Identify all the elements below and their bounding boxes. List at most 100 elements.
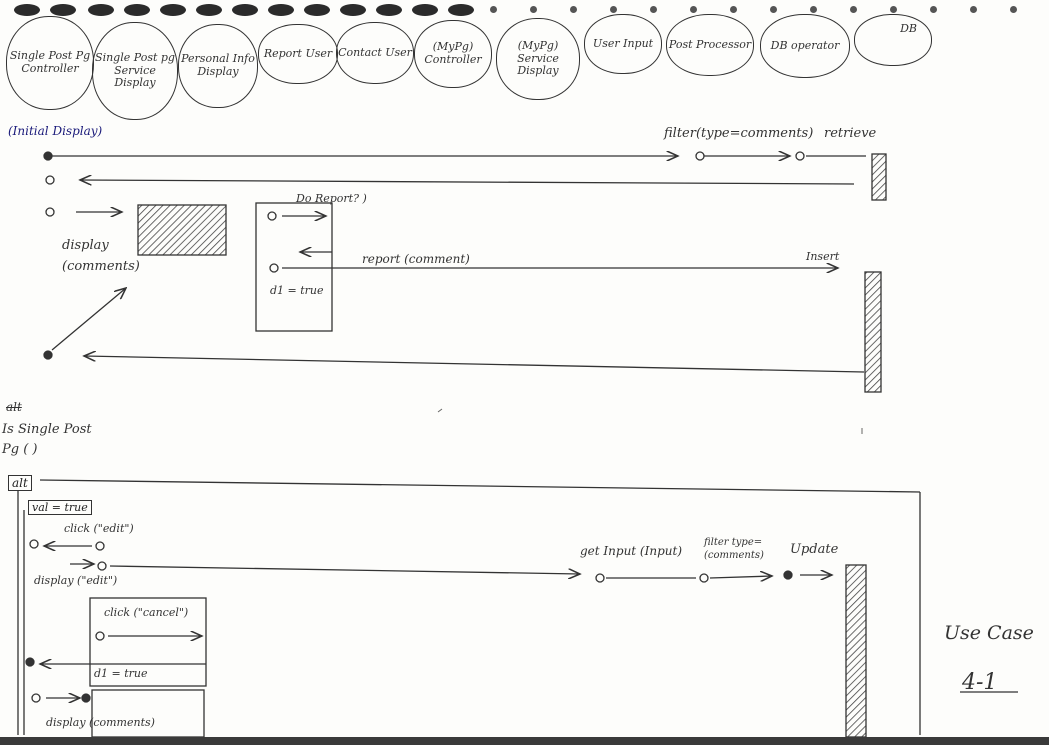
lifeline-label: Post Processor [668,37,752,51]
lifeline-label: DB [900,22,917,35]
binding-ring [50,4,76,16]
lifeline-label: Personal Info Display [181,52,255,78]
binding-ring [1010,6,1017,13]
msg-db-return [80,180,855,184]
msg-get-input [109,565,580,574]
label-d1-true: d1 = true [270,284,324,297]
spiral-binding [0,0,1049,22]
activation-dot [25,657,35,667]
lifeline-label: Contact User [338,45,412,59]
report-user-frame [255,202,333,332]
display-frame [91,689,205,738]
binding-ring [14,4,40,16]
binding-ring [770,6,777,13]
activation-dot [267,211,277,221]
activation-dot [783,570,793,580]
label-do-report: Do Report? ) [296,192,367,205]
lifeline-label: User Input [592,36,654,50]
label-retrieve: retrieve [824,126,877,141]
binding-ring [232,4,258,16]
lifeline-contact-user: Contact User [336,22,414,84]
is-single-post-label: Is Single Post Pg ( ) [2,422,92,457]
activation-dot [795,151,805,161]
binding-ring [412,4,438,16]
activation-dot [43,350,53,360]
binding-ring [490,6,497,13]
lifeline-mypg-controller: (MyPg) Controller [414,20,492,88]
binding-ring [930,6,937,13]
activation-dot [29,539,39,549]
cancel-frame [89,597,207,687]
db-activation-bar-3 [845,564,867,738]
lifeline-mypg-service-display: (MyPg) Service Display [496,18,580,100]
binding-ring [730,6,737,13]
service-display-box [137,204,227,256]
binding-ring [268,4,294,16]
label-display-comments-2: display (comments) [46,716,155,729]
initial-display-label: (Initial Display) [8,124,103,138]
label-get-input: get Input (Input) [580,544,682,558]
binding-ring [448,4,474,16]
lifeline-user-input: User Input [584,14,662,74]
lifeline-db-operator: DB operator [760,14,850,78]
strike-label: alt [6,400,22,414]
label-filter-type-comments: filter type=(comments) [704,537,764,561]
label-update: Update [790,542,839,557]
binding-ring [530,6,537,13]
label-report-comment: report (comment) [362,252,470,266]
binding-ring [970,6,977,13]
lifeline-label: (MyPg) Service Display [517,39,559,78]
activation-dot [95,631,105,641]
binding-ring [610,6,617,13]
lifeline-personal-info-display: Personal Info Display [178,24,258,108]
binding-ring [890,6,897,13]
alt-frame-label: alt [8,475,32,491]
lifeline-db: DB [854,14,932,66]
binding-ring [650,6,657,13]
db-activation-bar-2 [864,271,882,393]
binding-ring [124,4,150,16]
lifeline-label: Single Post Pg Controller [9,49,91,75]
binding-ring [340,4,366,16]
margin-tick [437,408,443,413]
activation-dot [595,573,605,583]
lifeline-label: (MyPg) Controller [424,40,482,66]
db-activation-bar [871,153,887,201]
activation-dot [43,151,53,161]
lifeline-post-processor: Post Processor [666,14,754,76]
binding-ring [160,4,186,16]
lifeline-label: Single Post pg Service Display [95,51,175,90]
binding-ring [196,4,222,16]
activation-dot [95,541,105,551]
label-click-edit: click ("edit") [64,522,134,535]
activation-dot [269,263,279,273]
activation-dot [45,207,55,217]
binding-ring [304,4,330,16]
lifeline-label: Report User [263,46,333,60]
lifeline-label: DB operator [770,38,840,52]
label-display-edit: display ("edit") [34,574,118,587]
activation-dot [699,573,709,583]
use-case-title: Use Case [944,622,1034,644]
alt-frame-top [39,479,921,493]
activation-dot [31,693,41,703]
binding-ring [376,4,402,16]
msg-to-update [709,576,772,578]
bottom-edge [0,737,1049,745]
label-filter-comments: filter(type=comments) [664,126,814,141]
activation-dot [81,693,91,703]
label-display-comments: display (comments) [62,238,140,274]
activation-dot [97,561,107,571]
label-d1-true-2: d1 = true [94,667,148,680]
msg-db-return-2 [84,356,865,373]
binding-ring [570,6,577,13]
binding-ring [810,6,817,13]
binding-ring [690,6,697,13]
lifeline-single-post-service-display: Single Post pg Service Display [92,22,178,120]
activation-dot [45,175,55,185]
binding-ring [850,6,857,13]
binding-ring [88,4,114,16]
msg-to-display-diagonal [51,288,126,351]
label-insert: Insert [806,250,840,263]
